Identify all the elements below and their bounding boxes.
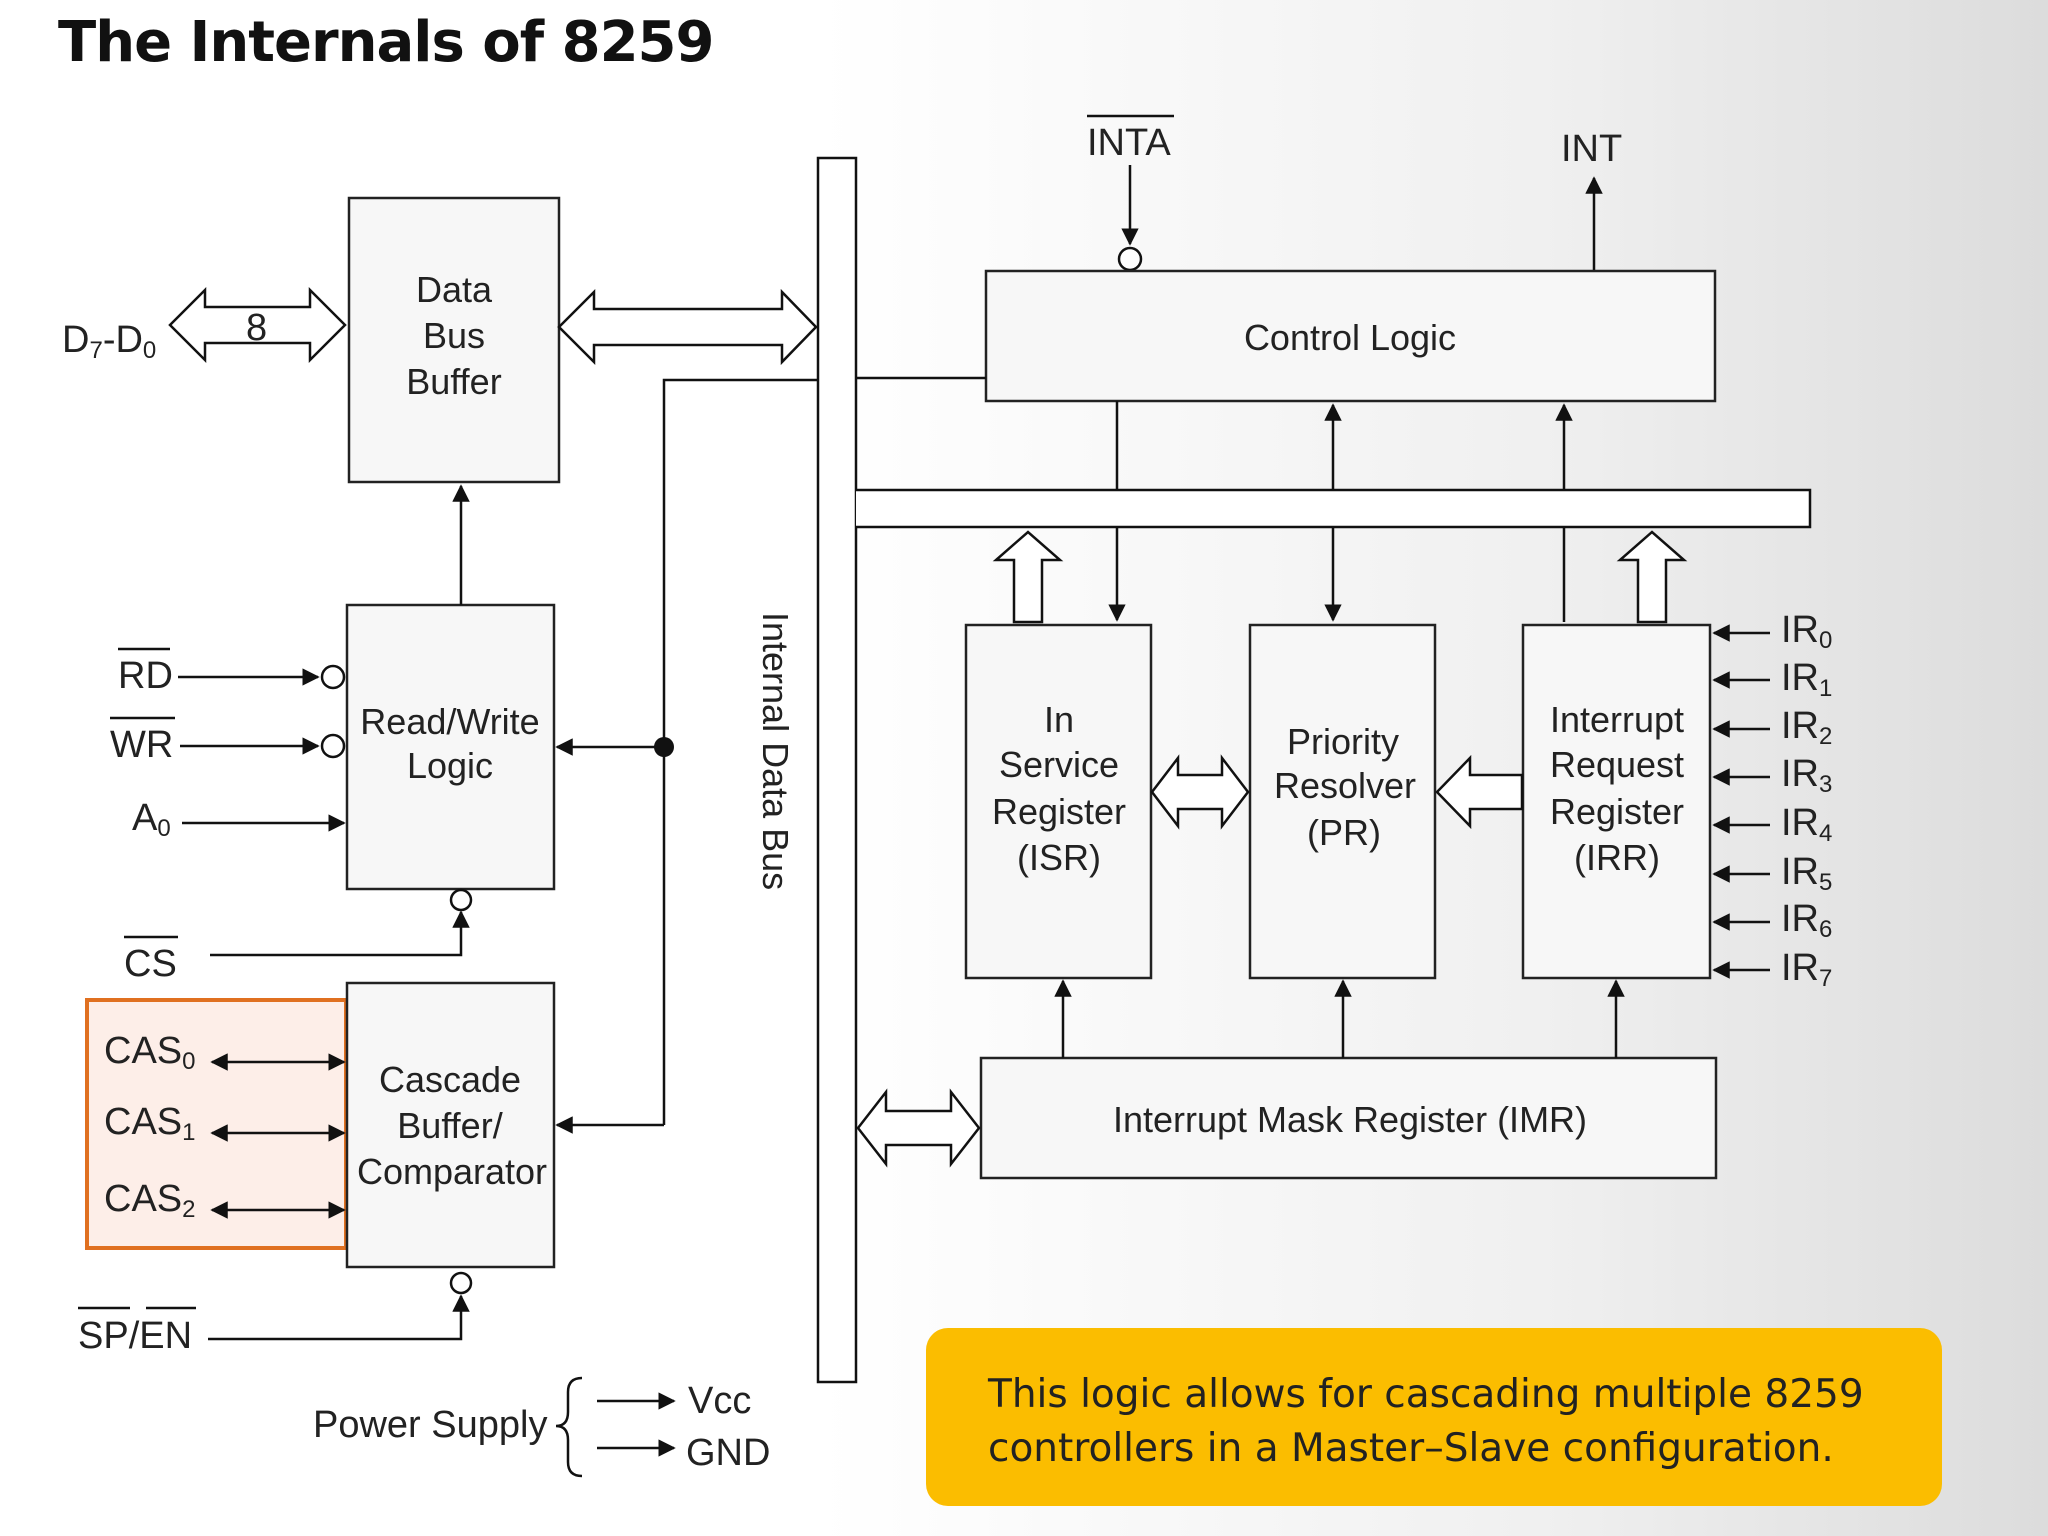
int-label: INT <box>1561 128 1622 170</box>
imr-label: Interrupt Mask Register (IMR) <box>1113 1099 1587 1140</box>
inta-label: INTA <box>1087 122 1171 164</box>
inta-bubble <box>1117 246 1143 272</box>
ir0-label: IR0 <box>1781 609 1832 654</box>
irr-label-3: Register <box>1550 791 1684 832</box>
internal-data-bus <box>816 156 858 1384</box>
read-write-logic-block <box>345 603 556 891</box>
ir1-label: IR1 <box>1781 657 1832 702</box>
isr-label-3: Register <box>992 791 1126 832</box>
cs-bubble <box>449 888 473 912</box>
isr-pr-arrow <box>1150 754 1250 830</box>
read-write-logic-label-1: Read/Write <box>360 701 539 742</box>
bus-imr-arrow <box>856 1088 981 1168</box>
irr-label-2: Request <box>1550 744 1684 785</box>
wr-bubble <box>320 733 346 759</box>
internal-data-bus-label: Internal Data Bus <box>755 612 796 890</box>
power-brace <box>555 1376 583 1478</box>
rd-bubble <box>320 664 346 690</box>
sp-en-bubble <box>449 1271 473 1295</box>
ir6-label: IR6 <box>1781 898 1832 943</box>
control-logic-block <box>984 269 1717 403</box>
pr-label-1: Priority <box>1287 721 1399 762</box>
buffer-to-bus-arrow <box>557 288 818 366</box>
sp-en-line <box>208 1294 470 1341</box>
ir5-label: IR5 <box>1781 851 1832 896</box>
irr-to-pr-arrow <box>1435 754 1524 830</box>
d7-d0-bus-arrow <box>168 286 347 364</box>
data-bus-buffer-label-1: Data <box>416 269 493 310</box>
ir7-label: IR7 <box>1781 947 1832 992</box>
cas1-label: CAS1 <box>104 1101 196 1146</box>
rd-label: RD <box>118 655 173 697</box>
isr-label-4: (ISR) <box>1017 837 1101 878</box>
cascade-buffer-label-3: Comparator <box>357 1151 547 1192</box>
d7-d0-label: D7-D0 <box>62 319 156 364</box>
cs-label: CS <box>124 943 177 985</box>
ir4-label: IR4 <box>1781 802 1832 847</box>
cas2-label: CAS2 <box>104 1178 196 1223</box>
ir2-label: IR2 <box>1781 705 1832 750</box>
pr-label-3: (PR) <box>1307 812 1381 853</box>
control-bus <box>856 488 1812 529</box>
imr-block <box>979 1056 1718 1180</box>
irr-to-bus-hollow-arrow <box>1616 530 1688 624</box>
callout-text: This logic allows for cascading multiple… <box>988 1372 1864 1471</box>
cas0-label: CAS0 <box>104 1030 196 1075</box>
gnd-label: GND <box>686 1432 770 1474</box>
vcc-label: Vcc <box>688 1380 751 1422</box>
isr-label-2: Service <box>999 744 1119 785</box>
control-logic-label: Control Logic <box>1244 317 1456 358</box>
cs-line <box>210 910 470 957</box>
a0-label: A0 <box>132 797 171 842</box>
bus-junction-dot <box>654 737 674 757</box>
wr-label: WR <box>110 724 173 766</box>
data-bus-buffer-block <box>347 196 561 484</box>
data-bus-buffer-label-3: Buffer <box>406 361 501 402</box>
bus-tap-line <box>662 378 818 1125</box>
cascade-callout: This logic allows for cascading multiple… <box>926 1328 1942 1506</box>
isr-to-bus-arrow <box>992 530 1064 624</box>
irr-label-1: Interrupt <box>1550 699 1684 740</box>
isr-label-1: In <box>1044 699 1074 740</box>
cascade-buffer-block <box>345 981 556 1269</box>
page-title: The Internals of 8259 <box>58 10 714 75</box>
isr-block <box>964 623 1153 980</box>
cascade-buffer-label-2: Buffer/ <box>397 1105 502 1146</box>
pr-label-2: Resolver <box>1274 765 1416 806</box>
priority-resolver-block <box>1248 623 1437 980</box>
read-write-logic-label-2: Logic <box>407 745 493 786</box>
irr-label-4: (IRR) <box>1574 837 1660 878</box>
power-supply-label: Power Supply <box>313 1404 547 1446</box>
ir3-label: IR3 <box>1781 753 1832 798</box>
bus-width-label: 8 <box>246 307 267 349</box>
data-bus-buffer-label-2: Bus <box>423 315 485 356</box>
ir-inputs: IR0 IR1 IR2 IR3 IR4 IR5 IR6 IR7 <box>1712 609 1832 992</box>
irr-block <box>1521 623 1712 980</box>
cascade-buffer-label-1: Cascade <box>379 1059 521 1100</box>
sp-en-label: SP/EN <box>78 1315 192 1357</box>
